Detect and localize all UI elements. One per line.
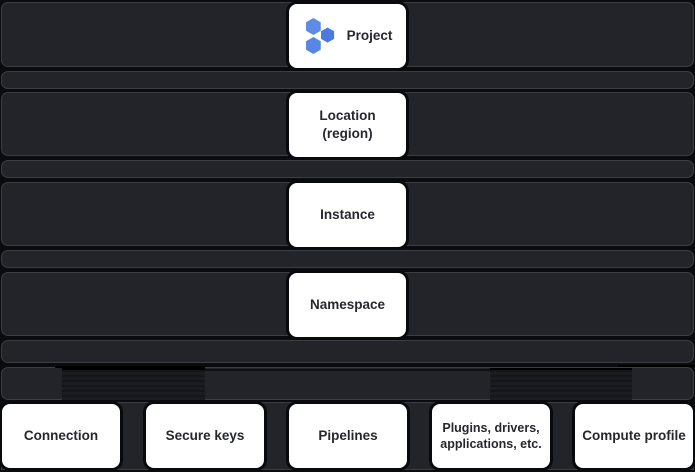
node-label-secure-keys: Secure keys xyxy=(165,428,245,444)
data-fusion-hexagons-icon xyxy=(305,18,334,54)
spacer-band-2 xyxy=(1,160,694,178)
node-secure-keys: Secure keys xyxy=(146,404,264,468)
node-plugins-drivers: Plugins, drivers, applications, etc. xyxy=(432,404,550,468)
node-label-compute-profile: Compute profile xyxy=(582,428,686,444)
connector-line-middle xyxy=(205,369,490,371)
connector-shadow-left xyxy=(62,368,205,400)
node-label-project: Project xyxy=(346,28,393,44)
node-namespace: Namespace xyxy=(289,273,406,337)
node-label-pipelines: Pipelines xyxy=(318,428,378,444)
node-project: Project xyxy=(289,4,406,68)
spacer-band-1 xyxy=(1,71,694,89)
node-connection: Connection xyxy=(2,404,120,468)
node-location: Location (region) xyxy=(289,93,406,157)
connector-line-left xyxy=(55,366,205,368)
connector-line-right xyxy=(618,365,695,367)
connector-shadow-right xyxy=(490,368,632,400)
node-label-instance: Instance xyxy=(320,207,375,223)
node-label-location: Location (region) xyxy=(319,108,376,141)
spacer-band-4 xyxy=(1,340,694,363)
node-label-connection: Connection xyxy=(23,428,99,444)
node-compute-profile: Compute profile xyxy=(575,404,693,468)
node-label-plugins-drivers: Plugins, drivers, applications, etc. xyxy=(440,420,542,451)
node-pipelines: Pipelines xyxy=(289,404,407,468)
node-label-namespace: Namespace xyxy=(309,297,386,313)
spacer-band-3 xyxy=(1,250,694,268)
node-instance: Instance xyxy=(289,183,406,247)
